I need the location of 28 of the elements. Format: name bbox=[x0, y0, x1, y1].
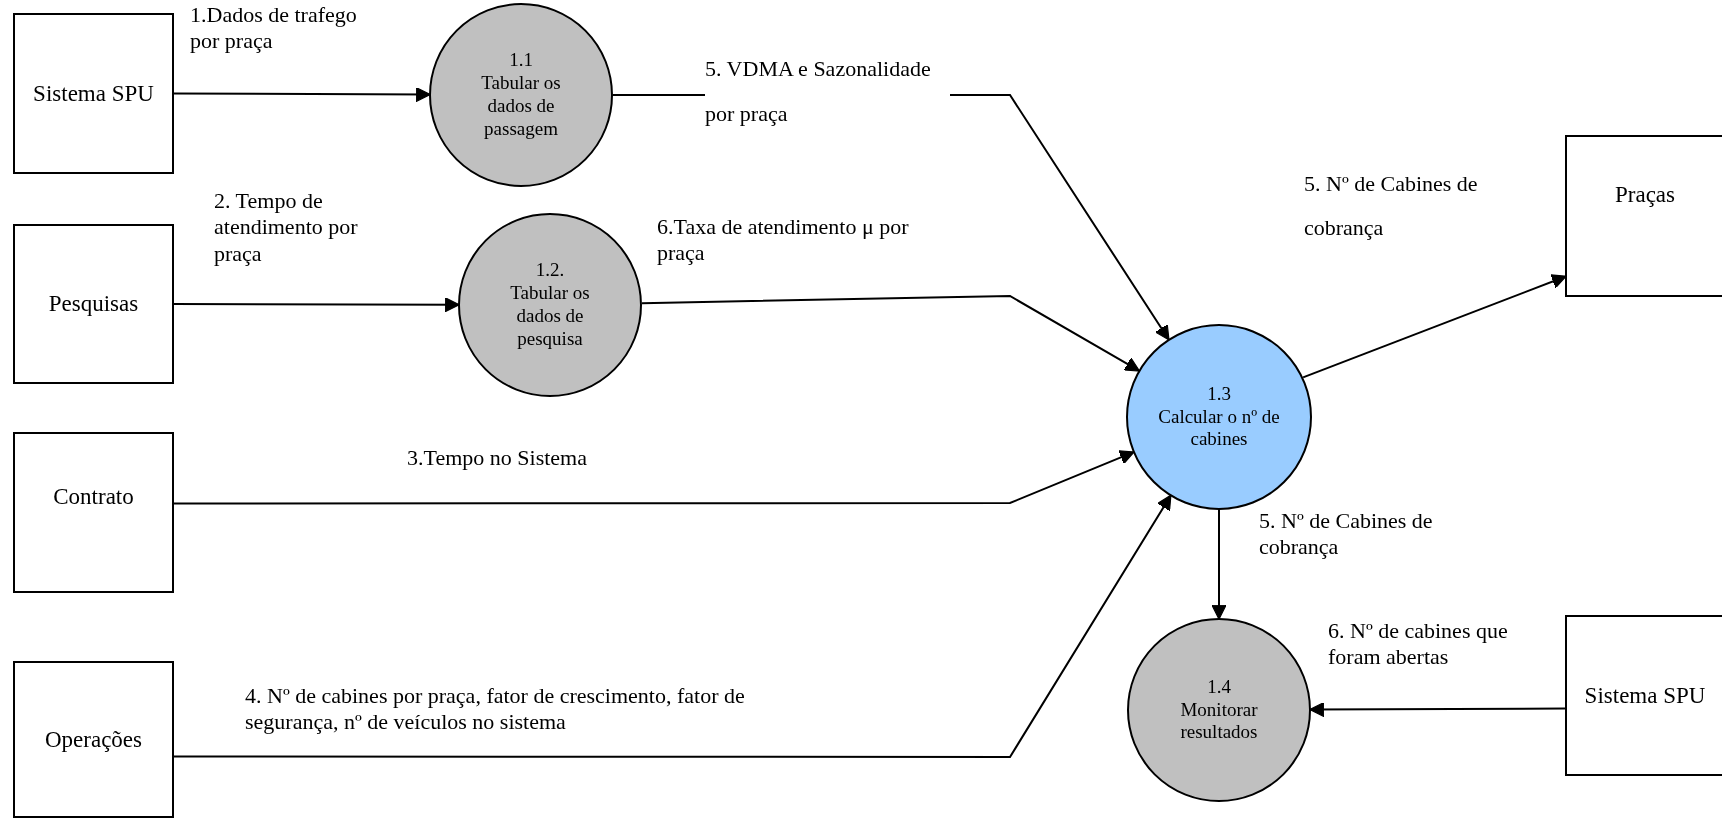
entity-label: Pesquisas bbox=[48, 291, 139, 317]
process-number: 1.3 bbox=[1207, 382, 1231, 406]
process-number: 1.2. bbox=[535, 259, 565, 283]
flow-arrow bbox=[1211, 509, 1227, 620]
flow-arrow bbox=[173, 450, 1135, 505]
external-entity-box bbox=[1565, 615, 1722, 776]
flow-arrow bbox=[1309, 701, 1566, 718]
process-number: 1.1 bbox=[509, 49, 533, 73]
external-entity-box bbox=[13, 224, 174, 384]
flow-arrow bbox=[173, 297, 460, 313]
process-label: Tabular os dados de pesquisa bbox=[509, 282, 591, 351]
flow-arrow bbox=[641, 295, 1141, 372]
external-entity-box bbox=[13, 13, 174, 174]
process-label: Calcular o nº de cabines bbox=[1157, 405, 1281, 452]
external-entity-box bbox=[13, 661, 174, 818]
entity-label: Praças bbox=[1615, 182, 1675, 208]
flow-arrow bbox=[1302, 274, 1567, 379]
entity-label: Contrato bbox=[53, 484, 134, 510]
entity-label: Sistema SPU bbox=[1584, 682, 1706, 709]
flow-arrow bbox=[173, 494, 1172, 758]
external-entity-box bbox=[13, 432, 174, 593]
entity-label: Operações bbox=[44, 726, 143, 753]
process-label: Monitorar resultados bbox=[1179, 698, 1259, 745]
process-label: Tabular os dados de passagem bbox=[480, 72, 562, 141]
external-entity-box bbox=[1565, 135, 1722, 297]
process-number: 1.4 bbox=[1207, 675, 1231, 699]
flow-arrow bbox=[173, 86, 431, 103]
entity-label: Sistema SPU bbox=[33, 80, 154, 107]
